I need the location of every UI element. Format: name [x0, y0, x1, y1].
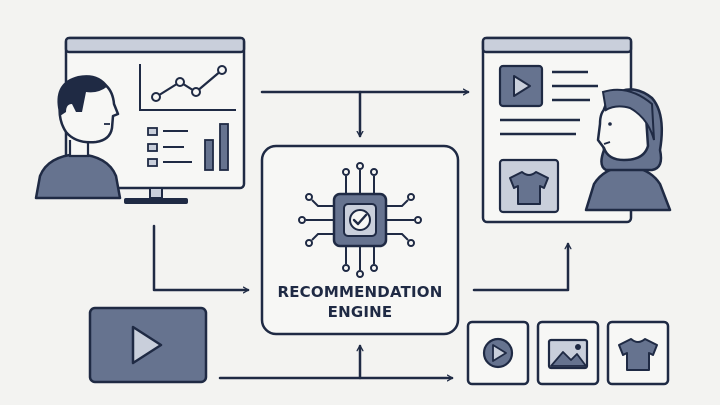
engine-label-line1: RECOMMENDATION: [277, 283, 443, 301]
line-chart-icon: [139, 64, 236, 111]
tshirt-icon: [509, 171, 549, 205]
bar-chart-icon: [147, 123, 229, 171]
viewer-person-icon: [584, 88, 672, 212]
arrow-monitor-to-engine: [152, 224, 250, 290]
chip-check-icon: [298, 162, 422, 278]
video-play-icon: [498, 64, 544, 108]
engine-label-line2: ENGINE: [327, 303, 393, 321]
video-play-icon: [88, 306, 208, 384]
content-page-icon: [481, 36, 633, 224]
content-tiles: [466, 320, 670, 386]
image-icon: [547, 338, 589, 370]
flow-arrows: [152, 92, 568, 378]
analyst-person-icon: [34, 75, 122, 200]
tshirt-icon: [618, 338, 658, 371]
analytics-monitor-icon: [64, 36, 246, 204]
engine-label: RECOMMENDATION ENGINE: [262, 282, 458, 322]
arrow-engine-to-page: [472, 242, 568, 292]
video-play-icon: [482, 337, 514, 369]
